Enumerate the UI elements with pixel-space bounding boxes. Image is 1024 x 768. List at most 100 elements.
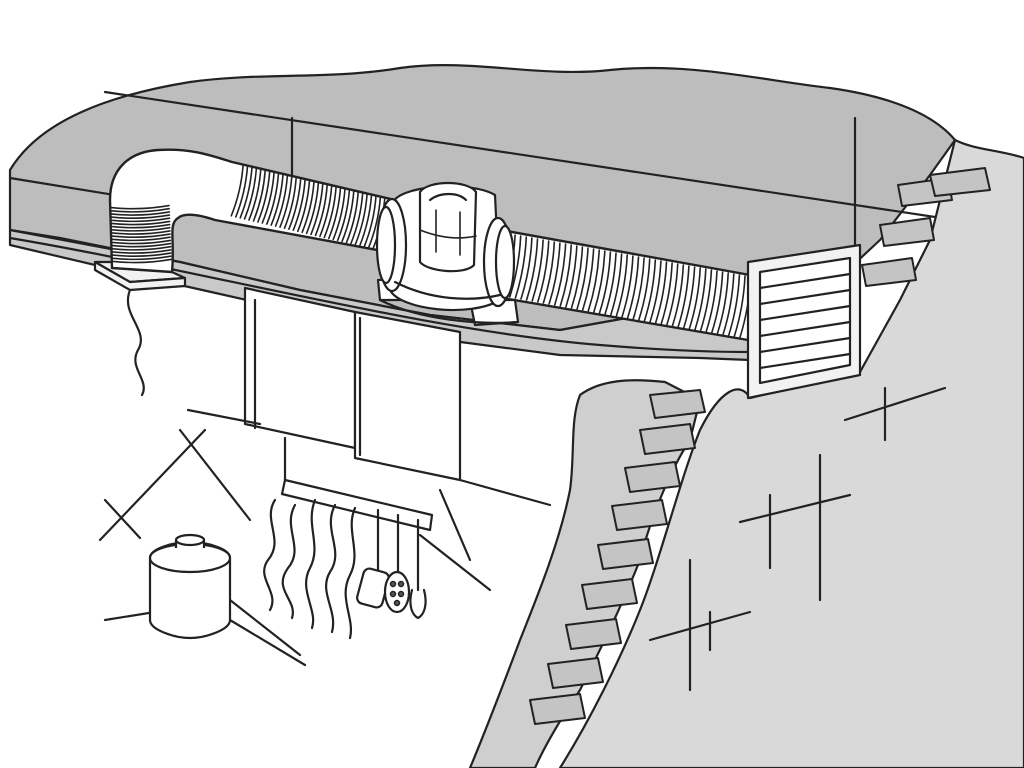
duct-rib: [367, 196, 382, 249]
duct-rib: [270, 173, 284, 226]
duct-rib: [363, 195, 377, 248]
duct-rib: [643, 259, 657, 322]
duct-rib: [520, 237, 533, 300]
duct-rib: [235, 165, 249, 218]
duct-rib: [110, 207, 170, 213]
duct-rib: [301, 180, 315, 234]
duct-rib: [261, 171, 275, 224]
flexible-duct-right: [483, 226, 752, 342]
duct-rib: [581, 248, 595, 311]
duct-rib: [525, 238, 539, 301]
duct-rib: [310, 182, 324, 236]
duct-rib: [248, 168, 262, 221]
duct-rib: [350, 192, 364, 245]
duct-rib: [112, 255, 172, 261]
duct-rib: [710, 271, 724, 334]
duct-rib: [110, 214, 171, 220]
duct-rib: [542, 241, 556, 304]
duct-rib: [266, 172, 280, 225]
duct-rib: [733, 275, 746, 338]
duct-rib: [537, 240, 550, 303]
duct-rib: [288, 177, 302, 230]
duct-rib: [682, 266, 696, 329]
duct-rib: [257, 170, 271, 223]
duct-rib: [559, 244, 572, 307]
duct-rib: [292, 178, 306, 231]
duct-rib: [354, 193, 368, 246]
duct-rib: [587, 249, 600, 312]
duct-rib: [632, 257, 645, 320]
duct-rib: [305, 181, 320, 235]
duct-rib: [297, 179, 311, 233]
duct-rib: [328, 187, 342, 240]
flexible-duct-left: [108, 148, 397, 274]
duct-rib: [598, 251, 612, 314]
duct-rib: [111, 245, 172, 251]
duct-rib: [514, 236, 528, 299]
duct-rib: [314, 183, 328, 237]
inline-duct-fan: [375, 182, 520, 327]
wall-tile-lines: [98, 428, 492, 592]
duct-rib: [688, 267, 701, 330]
brick-courses: [529, 167, 991, 725]
duct-rib: [727, 274, 741, 337]
duct-rib: [336, 189, 351, 242]
duct-rib: [621, 255, 634, 318]
duct-rib: [111, 226, 171, 232]
duct-rib: [553, 243, 567, 306]
duct-ribs-left: [110, 164, 395, 264]
brick-wall: [468, 138, 1024, 768]
duct-rib: [660, 262, 673, 325]
duct-rib: [110, 211, 171, 216]
duct-rib: [110, 217, 171, 223]
duct-rib: [677, 265, 690, 328]
duct-rib: [548, 242, 561, 305]
duct-rib: [319, 185, 333, 238]
duct-rib: [111, 239, 172, 245]
duct-rib: [111, 233, 171, 239]
duct-rib: [323, 186, 337, 239]
duct-rib: [610, 253, 623, 316]
duct-rib: [239, 166, 253, 219]
duct-rib: [283, 176, 297, 229]
duct-rib: [111, 252, 172, 258]
duct-rib: [671, 264, 685, 327]
duct-rib: [110, 204, 170, 210]
duct-rib: [615, 254, 628, 317]
hanging-utensils: [356, 508, 427, 620]
steam: [127, 288, 357, 640]
duct-rib: [666, 263, 679, 326]
duct-rib: [699, 269, 713, 332]
duct-rib: [111, 236, 171, 242]
duct-rib: [110, 220, 171, 226]
duct-rib: [112, 258, 172, 264]
duct-rib: [626, 256, 640, 319]
duct-rib: [279, 175, 293, 228]
duct-rib: [509, 235, 522, 298]
duct-rib: [359, 194, 373, 247]
duct-rib: [722, 273, 735, 336]
duct-rib: [576, 247, 589, 310]
duct-rib: [341, 190, 355, 243]
cooking-pot: [148, 533, 232, 640]
duct-rib: [716, 272, 729, 335]
duct-rib: [252, 169, 266, 222]
duct-rib: [570, 246, 584, 309]
duct-rib: [593, 250, 606, 313]
duct-rib: [654, 261, 668, 324]
duct-rib: [565, 245, 578, 308]
duct-rib: [111, 249, 172, 254]
duct-rib: [694, 268, 707, 331]
duct-rib: [243, 167, 258, 220]
duct-rib: [332, 188, 346, 241]
duct-rib: [604, 252, 617, 315]
duct-rib: [110, 223, 171, 229]
duct-rib: [111, 242, 172, 248]
duct-rib: [274, 174, 289, 227]
duct-rib: [111, 230, 171, 235]
duct-rib: [638, 258, 651, 321]
duct-rib: [345, 191, 359, 244]
duct-rib: [531, 239, 544, 302]
kitchen-cabinets: [186, 286, 552, 507]
